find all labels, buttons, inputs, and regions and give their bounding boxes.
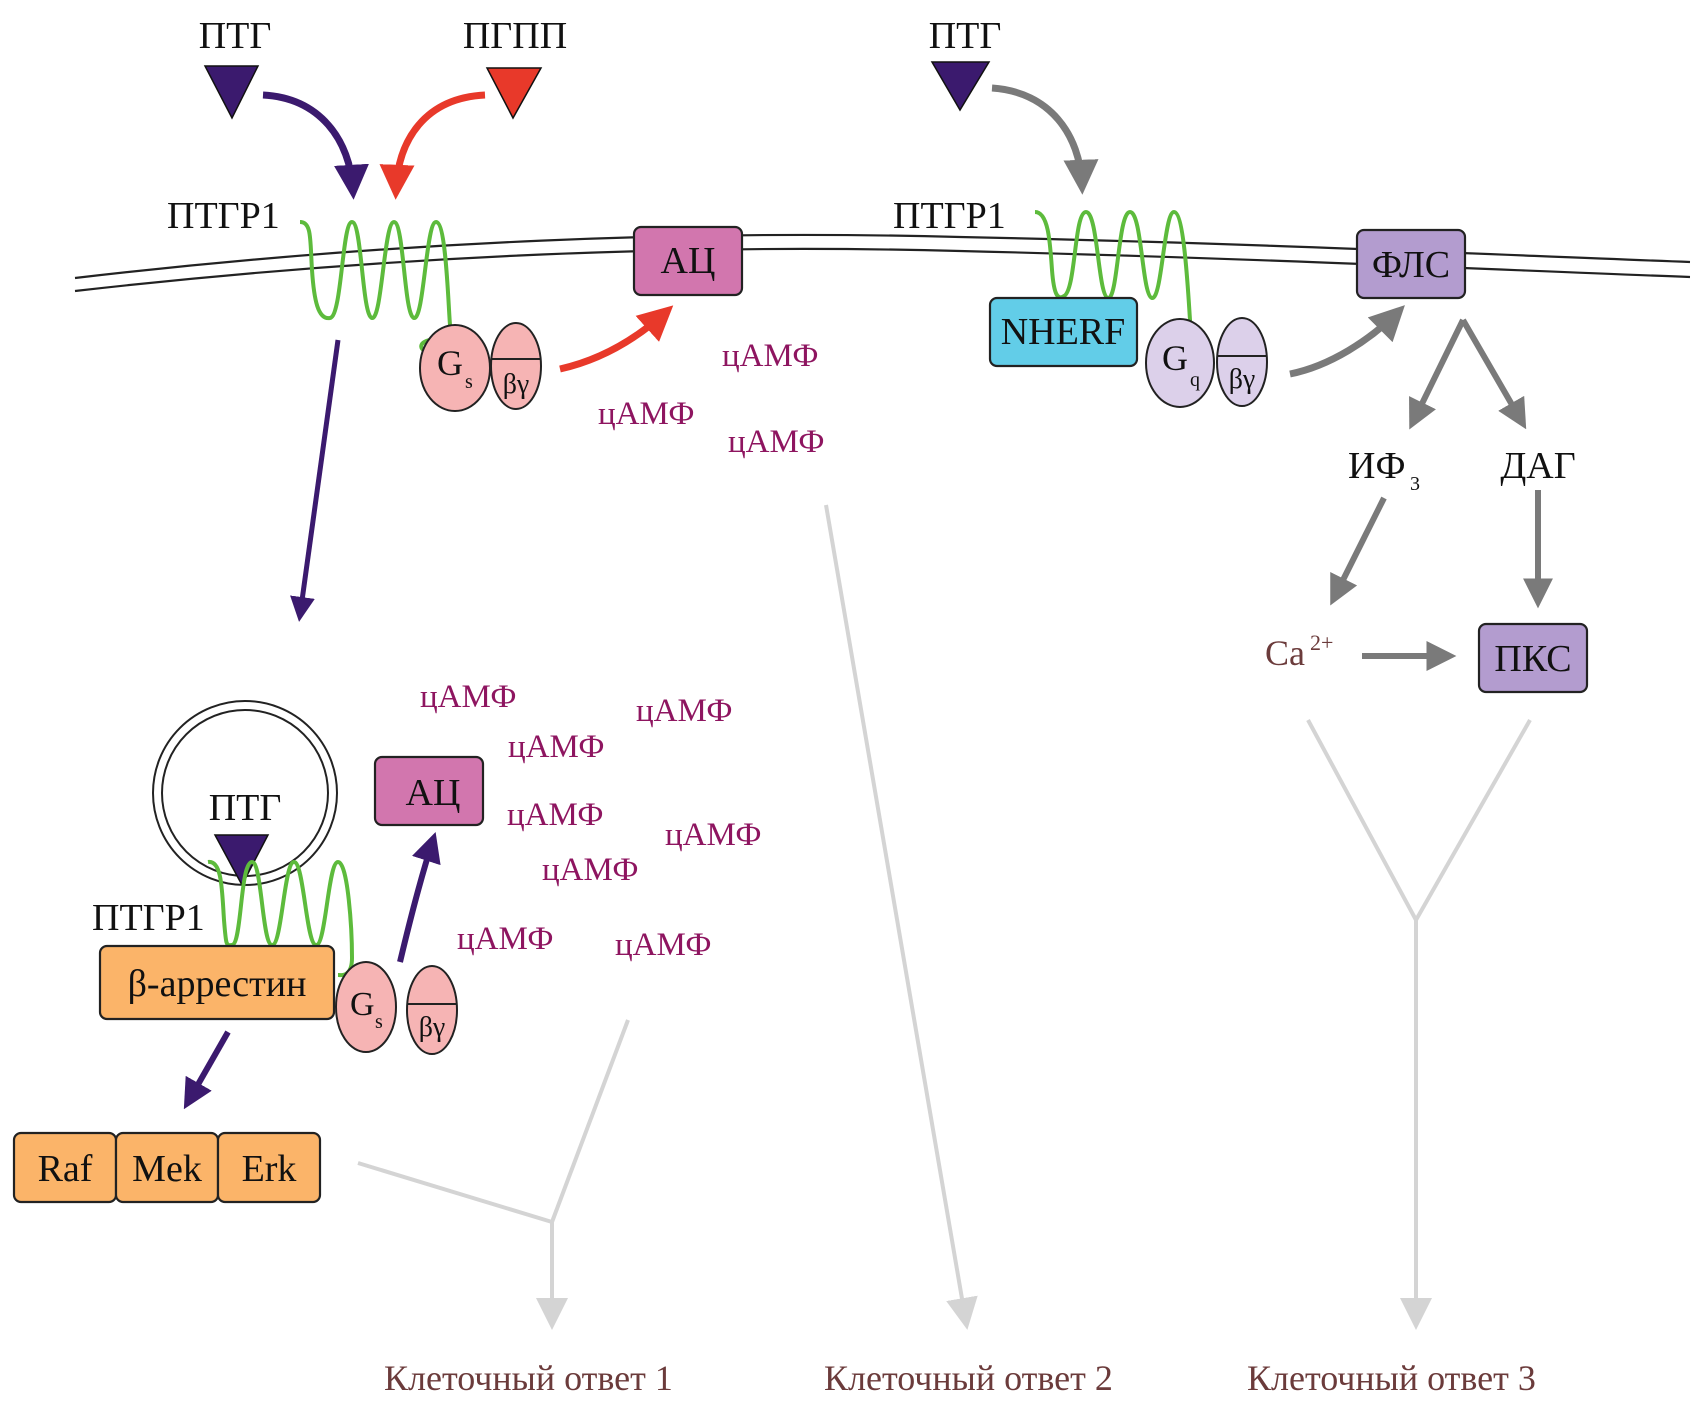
dag-label: ДАГ <box>1500 445 1575 487</box>
erk-box: Erk <box>216 1131 322 1204</box>
svg-text:Mek: Mek <box>132 1148 202 1190</box>
pth-binding-arrow <box>262 91 369 200</box>
pth-ligand-icon <box>203 65 260 120</box>
camp-label: цАМФ <box>598 396 694 432</box>
gs-protein-top: G s <box>419 324 491 412</box>
ligand-pthrp-label: ПГПП <box>463 15 567 57</box>
plc-to-dag-arrow <box>1460 318 1527 430</box>
pth-endosome-ligand-icon <box>213 834 270 887</box>
camp-label: цАМФ <box>615 927 711 963</box>
svg-text:G: G <box>350 986 375 1023</box>
svg-text:Raf: Raf <box>38 1148 93 1190</box>
beta-gamma-endosome: βγ <box>406 965 458 1055</box>
nherf-box: NHERF <box>988 296 1139 368</box>
svg-text:s: s <box>375 1011 383 1033</box>
svg-text:β-аррестин: β-аррестин <box>128 963 307 1005</box>
cell-response-2-label: Клеточный ответ 2 <box>824 1358 1113 1398</box>
internalization-arrow <box>290 339 341 622</box>
camp-label: цАМФ <box>665 817 761 853</box>
camp-label: цАМФ <box>507 797 603 833</box>
ip3-to-ca-arrow <box>1330 496 1387 606</box>
cell-response-1-label: Клеточный ответ 1 <box>384 1358 673 1398</box>
phospholipase-c-box: ФЛС <box>1355 228 1467 300</box>
pth-right-ligand-icon <box>930 61 991 112</box>
svg-text:Ca: Ca <box>1265 633 1305 673</box>
svg-text:G: G <box>1162 338 1188 378</box>
svg-text:βγ: βγ <box>419 1012 446 1043</box>
gs-to-ac-endosome-arrow <box>397 832 441 963</box>
svg-text:βγ: βγ <box>503 369 530 400</box>
ip3-label: ИФ 3 <box>1348 445 1420 495</box>
svg-text:βγ: βγ <box>1229 364 1256 395</box>
arrestin-to-mapk-arrow <box>183 1030 231 1110</box>
response-2-arrow <box>824 504 978 1330</box>
cell-response-3-label: Клеточный ответ 3 <box>1247 1358 1536 1398</box>
camp-label: цАМФ <box>542 852 638 888</box>
svg-text:АЦ: АЦ <box>406 772 461 814</box>
svg-text:ФЛС: ФЛС <box>1372 244 1450 286</box>
gs-protein-endosome: G s <box>335 961 397 1053</box>
raf-box: Raf <box>12 1131 118 1204</box>
receptor-pth1r-left-icon <box>299 219 453 354</box>
camp-label: цАМФ <box>457 921 553 957</box>
mek-box: Mek <box>114 1131 220 1204</box>
svg-text:ИФ: ИФ <box>1348 445 1405 487</box>
gs-to-ac-arrow <box>559 305 674 373</box>
svg-text:NHERF: NHERF <box>1001 311 1126 353</box>
gq-protein: G q <box>1145 318 1215 408</box>
svg-text:2+: 2+ <box>1310 630 1333 655</box>
receptor-label-endosome: ПТГР1 <box>92 897 205 939</box>
camp-label: цАМФ <box>420 679 516 715</box>
svg-text:G: G <box>437 343 463 383</box>
gq-to-plc-arrow <box>1289 305 1405 378</box>
camp-label: цАМФ <box>722 338 818 374</box>
plc-to-ip3-arrow <box>1409 318 1466 430</box>
svg-text:q: q <box>1190 369 1200 391</box>
beta-gamma-top: βγ <box>490 322 542 410</box>
adenylyl-cyclase-membrane: АЦ <box>632 225 744 297</box>
pthrp-binding-arrow <box>379 91 486 200</box>
svg-text:3: 3 <box>1410 473 1420 495</box>
svg-text:Erk: Erk <box>242 1148 297 1190</box>
ligand-pth-right-label: ПТГ <box>929 15 1002 57</box>
camp-label: цАМФ <box>508 729 604 765</box>
camp-label: цАМФ <box>636 693 732 729</box>
adenylyl-cyclase-endosome: АЦ <box>373 755 485 827</box>
receptor-label-left: ПТГР1 <box>167 195 280 237</box>
calcium-label: Ca 2+ <box>1265 630 1333 673</box>
protein-kinase-c-box: ПКС <box>1477 622 1589 694</box>
response-3-pathway <box>1306 719 1532 1330</box>
svg-text:ПКС: ПКС <box>1494 638 1571 680</box>
plasma-membrane <box>74 233 1691 293</box>
svg-text:s: s <box>465 371 473 393</box>
ligand-pth-label: ПТГ <box>199 15 272 57</box>
pth-right-binding-arrow <box>991 84 1099 195</box>
svg-text:АЦ: АЦ <box>661 240 716 282</box>
pthrp-ligand-icon <box>485 67 543 120</box>
beta-gamma-right: βγ <box>1216 317 1268 407</box>
beta-arrestin-box: β-аррестин <box>98 944 336 1021</box>
receptor-label-right: ПТГР1 <box>893 195 1006 237</box>
response-1-pathway <box>357 1019 630 1330</box>
ligand-pth-endosome-label: ПТГ <box>209 787 282 829</box>
camp-label: цАМФ <box>728 424 824 460</box>
